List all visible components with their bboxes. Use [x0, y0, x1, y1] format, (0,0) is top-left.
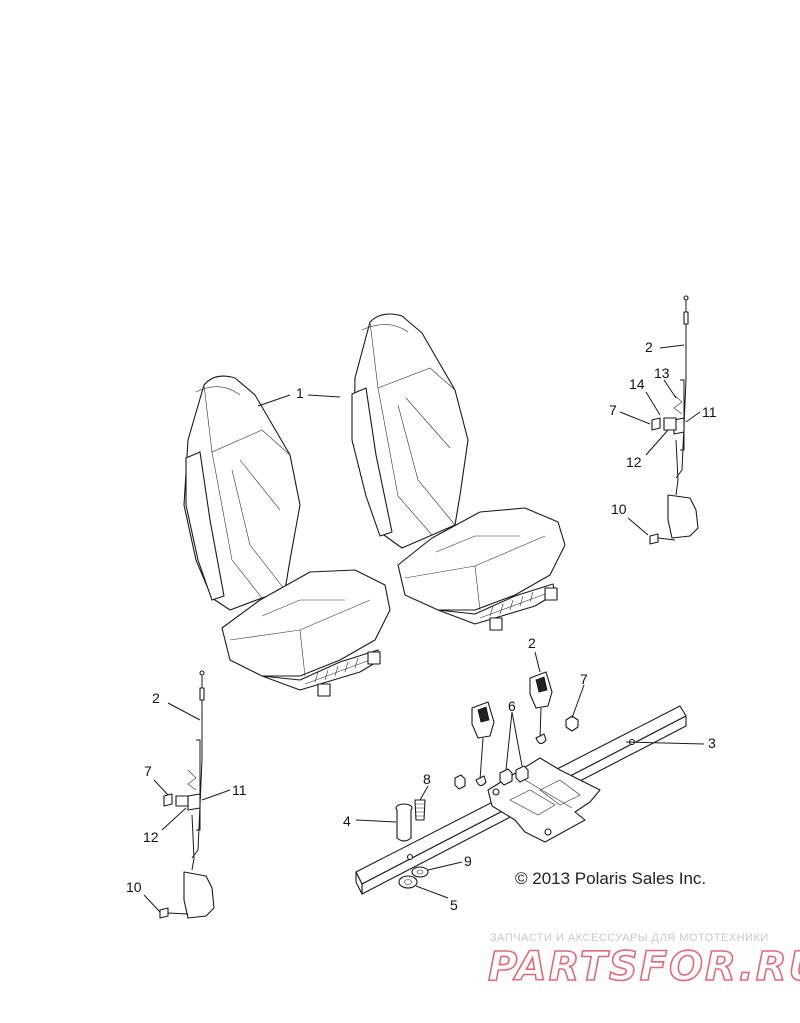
callout-7-left: 7 [144, 763, 152, 779]
seat-left [183, 375, 391, 697]
callout-2-left: 2 [152, 690, 160, 706]
callout-4: 4 [343, 813, 351, 829]
leader-lines [143, 344, 705, 913]
callout-14: 14 [629, 376, 645, 392]
callout-12-right: 12 [626, 454, 642, 470]
callout-12-left: 12 [143, 829, 159, 845]
callout-3: 3 [708, 735, 716, 751]
callout-2-right: 2 [645, 339, 653, 355]
callout-10-right: 10 [611, 501, 627, 517]
callout-1: 1 [296, 385, 304, 401]
seat-right [351, 313, 566, 631]
belt-assembly-left [159, 670, 215, 919]
callout-5: 5 [450, 897, 458, 913]
callout-8: 8 [423, 771, 431, 787]
watermark-tagline: ЗАПЧАСТИ И АКСЕССУАРЫ ДЛЯ МОТОТЕХНИКИ [490, 932, 769, 944]
belt-assembly-right [649, 295, 699, 545]
buckle-assembly-center [471, 671, 553, 787]
mount-bracket [487, 757, 601, 843]
callout-7-center: 7 [580, 671, 588, 687]
callout-11-left: 11 [232, 782, 247, 798]
callout-11-right: 11 [702, 404, 717, 420]
callout-13: 13 [654, 365, 670, 381]
callout-10-left: 10 [126, 879, 142, 895]
callout-7-right: 7 [609, 402, 617, 418]
callout-6: 6 [508, 698, 516, 714]
callout-2-center: 2 [528, 635, 536, 651]
callout-9: 9 [464, 853, 472, 869]
copyright-text: © 2013 Polaris Sales Inc. [515, 869, 706, 888]
watermark-brand: PARTSFOR.RU [488, 944, 800, 990]
center-hardware [395, 715, 579, 889]
